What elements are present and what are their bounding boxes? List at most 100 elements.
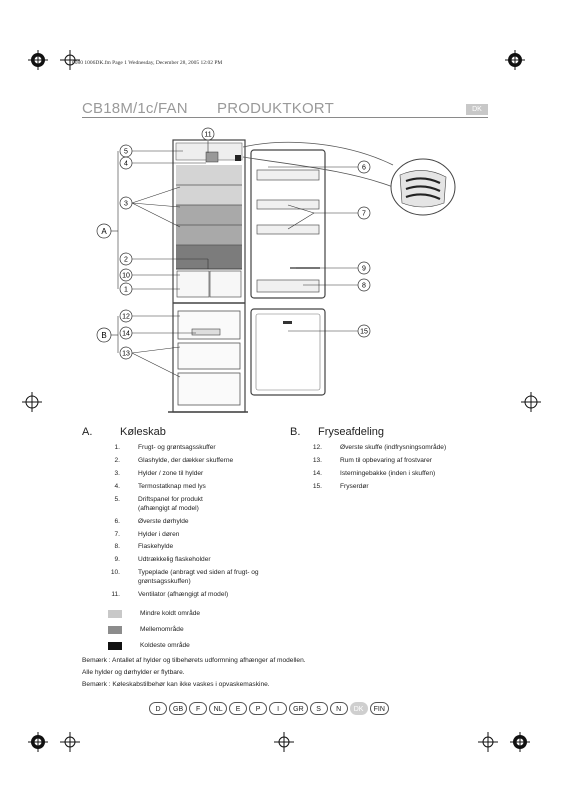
list-item: 10. Typeplade (anbragt ved siden af frugt… [108, 569, 293, 586]
item-text: Flaskehylde [138, 543, 174, 551]
item-text: Udtrækkelig flaskeholder [138, 556, 211, 564]
item-text: Ventilator (afhængigt af model) [138, 591, 229, 599]
item-number: 3. [114, 469, 121, 477]
list-item: 8.Flaskehylde [108, 543, 293, 552]
callout-A: A [96, 223, 112, 239]
language-s-button[interactable]: S [309, 702, 328, 715]
language-p-button[interactable]: P [249, 702, 268, 715]
model-number: CB18M/1c/FAN [82, 100, 188, 117]
section-b-letter: B. [290, 426, 301, 438]
svg-text:5: 5 [124, 149, 128, 156]
item-number: 4. [114, 482, 121, 490]
svg-text:2: 2 [124, 257, 128, 264]
list-item: 13.Rum til opbevaring af frostvarer [310, 457, 500, 466]
list-item: 15.Fryserdør [310, 483, 500, 492]
svg-text:11: 11 [204, 132, 211, 139]
item-text: Frugt- og grøntsagsskuffer [138, 444, 216, 451]
callout-13: 13 [119, 346, 133, 360]
svg-text:7: 7 [362, 211, 366, 218]
legend-swatch [108, 642, 122, 650]
list-item: 1.Frugt- og grøntsagsskuffer [108, 444, 293, 453]
item-text: Termostatknap med lys [138, 482, 206, 490]
item-text: Rum til opbevaring af frostvarer [340, 456, 432, 464]
svg-text:6: 6 [362, 165, 366, 172]
language-n-button[interactable]: N [329, 702, 348, 715]
svg-text:15: 15 [360, 329, 368, 336]
section-b-title: Fryseafdeling [318, 426, 385, 438]
svg-text:13: 13 [122, 351, 130, 358]
item-text: Isterningebakke (inden i skuffen) [340, 469, 436, 477]
legend-label: Mellemområde [140, 626, 184, 633]
svg-text:1: 1 [124, 287, 128, 294]
callout-7: 7 [314, 206, 371, 220]
callout-9: 9 [357, 261, 371, 275]
item-number: 9. [114, 556, 121, 564]
registration-mark [60, 732, 80, 752]
language-dk-button[interactable]: DK [349, 702, 368, 715]
section-a-letter: A. [82, 426, 93, 438]
list-item: 2. Glashylde, der dækker skufferne [108, 457, 293, 466]
item-text: Fryserdør [340, 482, 369, 490]
language-i-button[interactable]: I [269, 702, 288, 715]
page-title: PRODUKTKORT [217, 100, 334, 117]
legend-label: Mindre koldt område [140, 610, 201, 617]
item-number: 12. [312, 444, 322, 451]
file-info-line: 6080 1006DK.fm Page 1 Wednesday, Decembe… [72, 60, 223, 66]
legend-swatch [108, 610, 122, 618]
callout-4: 4 [119, 156, 133, 170]
registration-mark [521, 392, 541, 412]
header-divider [82, 117, 488, 118]
language-gr-button[interactable]: GR [289, 702, 308, 715]
svg-text:8: 8 [362, 283, 366, 290]
legend-label: Koldeste område [140, 642, 190, 649]
section-a-list: 1.Frugt- og grøntsagsskuffer 2. Glashylde,… [108, 444, 293, 604]
item-text: grøntsagsskuffen) [138, 578, 191, 586]
registration-mark [478, 732, 498, 752]
item-number: 11. [111, 591, 120, 599]
language-gb-button[interactable]: GB [169, 702, 188, 715]
language-e-button[interactable]: E [229, 702, 248, 715]
callout-3: 3 [119, 196, 133, 210]
svg-text:14: 14 [122, 331, 130, 338]
list-item: 11. Ventilator (afhængigt af model) [108, 591, 293, 600]
item-text: (afhængigt af model) [138, 504, 199, 512]
list-item: 7. Hylder i døren [108, 531, 293, 540]
list-item: 5.Driftspanel for produkt(afhængigt af m… [108, 496, 293, 513]
item-number: 7. [114, 530, 121, 538]
callout-1: 1 [119, 282, 133, 296]
callout-10: 10 [119, 268, 133, 282]
registration-mark [510, 732, 530, 752]
item-number: 5. [114, 495, 121, 503]
list-item: 14.Isterningebakke (inden i skuffen) [310, 470, 500, 479]
callout-14: 14 [119, 326, 133, 340]
language-tag: DK [466, 104, 488, 115]
item-text: Hylder / zone til hylder [138, 469, 204, 477]
language-fin-button[interactable]: FIN [369, 702, 389, 715]
item-number: 2. [114, 456, 121, 464]
section-a-title: Køleskab [120, 426, 166, 438]
callout-2: 2 [119, 252, 133, 266]
item-number: 10. [110, 569, 120, 577]
item-text: Typeplade (anbragt ved siden af frugt- o… [138, 569, 259, 577]
item-text: Glashylde, der dækker skufferne [138, 456, 234, 464]
legend-swatch [108, 626, 122, 634]
callout-8: 8 [357, 278, 371, 292]
registration-mark [28, 50, 48, 70]
item-text: Hylder i døren [138, 530, 180, 538]
svg-text:B: B [101, 331, 106, 340]
callout-11: 11 [201, 127, 215, 141]
list-item: 3. Hylder / zone til hylder [108, 470, 293, 479]
registration-mark [274, 732, 294, 752]
list-item: 4. Termostatknap med lys [108, 483, 293, 492]
callout-B: B [96, 327, 112, 343]
language-d-button[interactable]: D [149, 702, 167, 715]
item-text: Øverste skuffe (indfrysningsområde) [340, 444, 447, 451]
svg-text:4: 4 [124, 161, 128, 168]
language-f-button[interactable]: F [189, 702, 208, 715]
callout-6: 6 [357, 160, 371, 174]
item-text: Øverste dørhylde [138, 517, 189, 525]
language-nl-button[interactable]: NL [209, 702, 228, 715]
callout-5: 5 [119, 144, 133, 158]
section-b-list: 12. Øverste skuffe (indfrysningsområde) 13… [310, 444, 500, 496]
